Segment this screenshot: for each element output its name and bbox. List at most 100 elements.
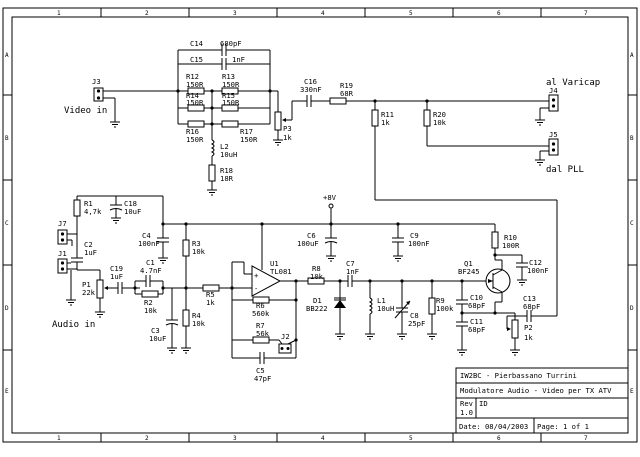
audio-input-network [57, 195, 179, 354]
label-c18: C18 [124, 199, 137, 208]
label-c15-value: 1nF [232, 55, 245, 64]
label-c6-value: 100uF [297, 239, 319, 248]
label-c11-value: 68pF [468, 325, 485, 334]
component-labels: C14 680pF C15 1nF R12 150R R13 150R R14 … [52, 39, 600, 383]
label-j1: J1 [58, 249, 67, 258]
grid-col-4: 4 [321, 10, 325, 17]
title-block-page: Page: 1 of 1 [537, 422, 589, 431]
label-audio-in: Audio in [52, 320, 95, 330]
label-c8: C8 [410, 311, 419, 320]
label-r18: R18 [220, 166, 233, 175]
grid-col-1: 1 [57, 10, 61, 17]
label-c1: C1 [146, 258, 155, 267]
sheet-border [2, 7, 638, 443]
grid-row-c-right: C [630, 220, 634, 227]
grid-row-d-right: D [630, 305, 634, 312]
j7-connector [57, 229, 68, 245]
label-c14: C14 [190, 39, 203, 48]
label-r9-value: 100k [436, 304, 454, 313]
label-j5: J5 [549, 130, 558, 139]
grid-col-1-bottom: 1 [57, 435, 61, 442]
label-r15-value: 150R [222, 98, 240, 107]
label-r16: R16 [186, 127, 199, 136]
label-r5-value: 1k [206, 298, 215, 307]
grid-row-d: D [5, 305, 9, 312]
label-r9: R9 [436, 296, 445, 305]
label-p2-value: 1k [524, 333, 533, 342]
label-r4-value: 10k [192, 319, 206, 328]
grid-col-5-bottom: 5 [409, 435, 413, 442]
label-r7-value: 56k [256, 329, 270, 338]
label-d1-value: BB222 [306, 304, 328, 313]
grid-col-2-bottom: 2 [145, 435, 149, 442]
j1-connector [57, 258, 68, 274]
label-opamp-plus: + [254, 271, 259, 280]
label-c9-value: 100nF [408, 239, 430, 248]
label-c11: C11 [470, 317, 483, 326]
label-r4: R4 [192, 311, 201, 320]
label-p1-value: 22k [82, 288, 96, 297]
grid-labels: 1 2 3 4 5 6 7 1 2 3 4 5 6 7 A B C D E A … [5, 10, 634, 442]
label-opamp-minus: - [254, 284, 258, 293]
title-block-rev-label: Rev [460, 399, 473, 408]
label-r10: R10 [504, 233, 517, 242]
label-p3: P3 [283, 124, 292, 133]
label-r10-value: 100R [502, 241, 520, 250]
grid-col-3: 3 [233, 10, 237, 17]
label-c13: C13 [523, 294, 536, 303]
label-c2-value: 1uF [84, 248, 97, 257]
label-p3-value: 1k [283, 133, 292, 142]
label-p1: P1 [82, 280, 91, 289]
grid-col-7-bottom: 7 [584, 435, 588, 442]
label-r11-value: 1k [381, 118, 390, 127]
label-q1-value: BF245 [458, 267, 480, 276]
grid-row-a: A [5, 52, 9, 59]
label-c15: C15 [190, 55, 203, 64]
label-c19: C19 [110, 264, 123, 273]
label-c2: C2 [84, 240, 93, 249]
label-r7: R7 [256, 321, 265, 330]
grid-col-7: 7 [584, 10, 588, 17]
label-c14-value: 680pF [220, 39, 242, 48]
label-c10: C10 [470, 293, 483, 302]
label-c5-value: 47pF [254, 374, 271, 383]
label-r19-value: 68R [340, 89, 354, 98]
grid-col-4-bottom: 4 [321, 435, 325, 442]
grid-row-c: C [5, 220, 9, 227]
label-r8: R8 [312, 264, 321, 273]
label-j4: J4 [549, 86, 558, 95]
label-r12: R12 [186, 72, 199, 81]
label-r16-value: 150R [186, 135, 204, 144]
label-r17-value: 150R [240, 135, 258, 144]
title-block: IW2BC - Pierbassano Turrini Modulatore A… [455, 367, 629, 434]
grid-row-b: B [5, 135, 9, 142]
label-l1-value: 10uH [377, 304, 394, 313]
label-r14-value: 150R [186, 98, 204, 107]
label-r13: R13 [222, 72, 235, 81]
label-c7: C7 [346, 259, 355, 268]
label-c3: C3 [151, 326, 160, 335]
label-r1: R1 [84, 199, 93, 208]
title-block-id-label: ID [479, 399, 488, 408]
label-p2: P2 [524, 323, 533, 332]
grid-row-e: E [5, 388, 9, 395]
label-c7-value: 1nF [346, 267, 359, 276]
label-r3-value: 10k [192, 247, 206, 256]
label-c16-value: 330nF [300, 85, 322, 94]
label-r6-value: 560k [252, 309, 270, 318]
label-c9: C9 [410, 231, 419, 240]
grid-col-6: 6 [497, 10, 501, 17]
label-r15: R15 [222, 91, 235, 100]
label-video-in: Video in [64, 106, 107, 116]
j2-connector [278, 343, 292, 354]
label-c3-value: 10uF [149, 334, 166, 343]
label-l2-value: 10uH [220, 150, 237, 159]
label-r13-value: 150R [222, 80, 240, 89]
label-u1-value: TL081 [270, 267, 292, 276]
grid-row-e-right: E [630, 388, 634, 395]
label-d1: D1 [313, 296, 322, 305]
label-l1: L1 [377, 296, 386, 305]
label-r20: R20 [433, 110, 446, 119]
label-c12: C12 [529, 258, 542, 267]
